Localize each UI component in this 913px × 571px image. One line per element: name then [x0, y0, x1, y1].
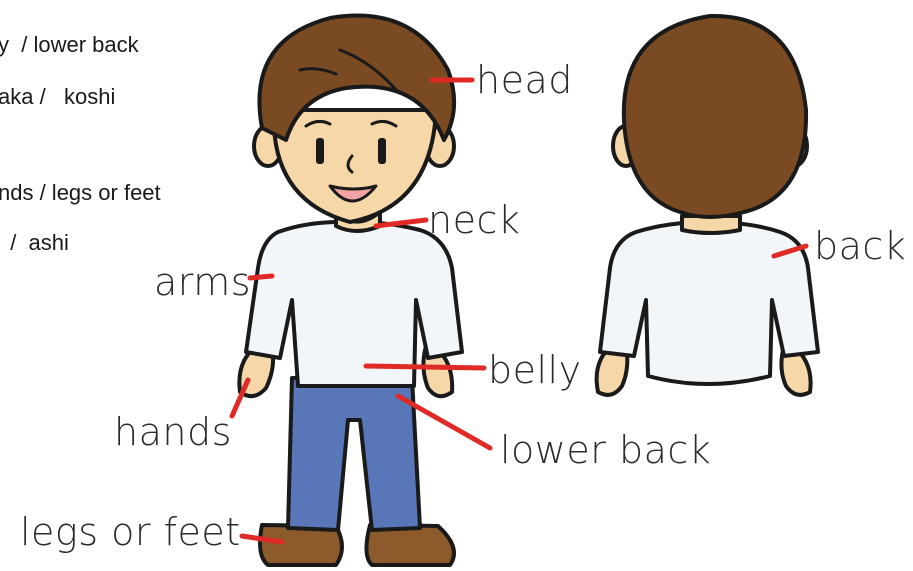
label-lower-back: lower back [500, 428, 711, 472]
label-head: head [476, 58, 573, 102]
pointer-belly [366, 366, 484, 368]
label-hands: hands [114, 410, 232, 454]
back-boy [597, 16, 818, 395]
pointer-neck [376, 220, 426, 226]
label-belly: belly [488, 348, 582, 392]
pointer-arms [250, 276, 272, 278]
label-neck: neck [428, 198, 520, 242]
right-eye [378, 138, 386, 164]
label-back: back [814, 224, 906, 268]
face [274, 110, 436, 222]
left-eye [316, 138, 324, 164]
front-boy [239, 16, 462, 565]
back-hair [624, 16, 806, 217]
pants [288, 378, 420, 530]
label-arms: arms [154, 260, 251, 304]
label-legs-or-feet: legs or feet [20, 510, 241, 554]
